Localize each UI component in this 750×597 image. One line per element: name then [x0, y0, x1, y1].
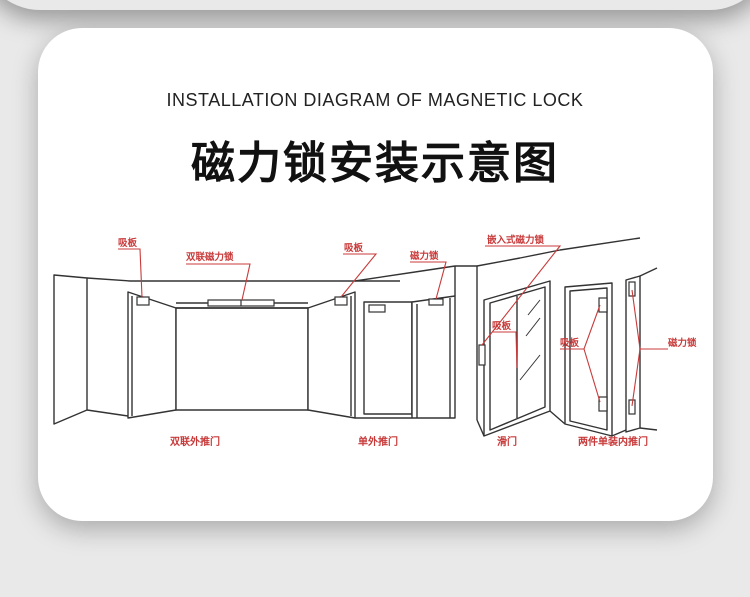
diagram-card [38, 28, 713, 521]
magnetic-lock-lower [628, 399, 636, 415]
label-plate-3: 吸板 [492, 320, 512, 332]
label-plate-2: 吸板 [344, 242, 364, 254]
right-wall [625, 267, 658, 433]
callout-line-plate-4-lower [583, 348, 601, 403]
label-lock-1: 磁力锁 [410, 250, 439, 262]
chinese-title: 磁力锁安装示意图 [191, 138, 559, 189]
callout-line-plate-3 [492, 331, 518, 369]
inward-door-scene [549, 282, 627, 437]
label-plate-1: 吸板 [118, 237, 138, 249]
magnetic-lock-upper [628, 281, 636, 297]
left-wall [53, 274, 176, 425]
armature-plate-upper [598, 297, 608, 313]
english-title: INSTALLATION DIAGRAM OF MAGNETIC LOCK [166, 90, 584, 110]
callout-line-plate-1 [118, 248, 143, 298]
label-lock-2: 磁力锁 [668, 337, 697, 349]
caption-double-outward: 双联外推门 [170, 435, 220, 448]
sliding-door-scene [476, 237, 641, 437]
label-embedded-lock: 嵌入式磁力锁 [487, 234, 545, 246]
single-outward-door [354, 271, 416, 419]
embedded-magnetic-lock [478, 344, 486, 366]
caption-two-piece-inward: 两件单装内推门 [578, 435, 648, 448]
callout-line-lock-2-lower [631, 348, 641, 407]
armature-plate-right [334, 296, 348, 306]
armature-plate-single [368, 304, 386, 313]
top-decorative-shadow [0, 0, 750, 10]
lock-door-panel [411, 265, 478, 420]
callout-line-double-lock [186, 263, 251, 301]
magnetic-lock-single [428, 298, 444, 306]
label-plate-4: 吸板 [560, 337, 580, 349]
label-double-lock: 双联磁力锁 [185, 251, 234, 263]
caption-sliding: 滑门 [497, 435, 517, 448]
callout-line-plate-2 [340, 253, 378, 298]
caption-single-outward: 单外推门 [358, 435, 398, 448]
double-door-scene [127, 280, 400, 419]
callout-line-embedded [481, 245, 562, 346]
armature-plate-left [136, 296, 150, 306]
armature-plate-lower [598, 396, 608, 412]
callout-line-lock-1 [410, 261, 447, 300]
